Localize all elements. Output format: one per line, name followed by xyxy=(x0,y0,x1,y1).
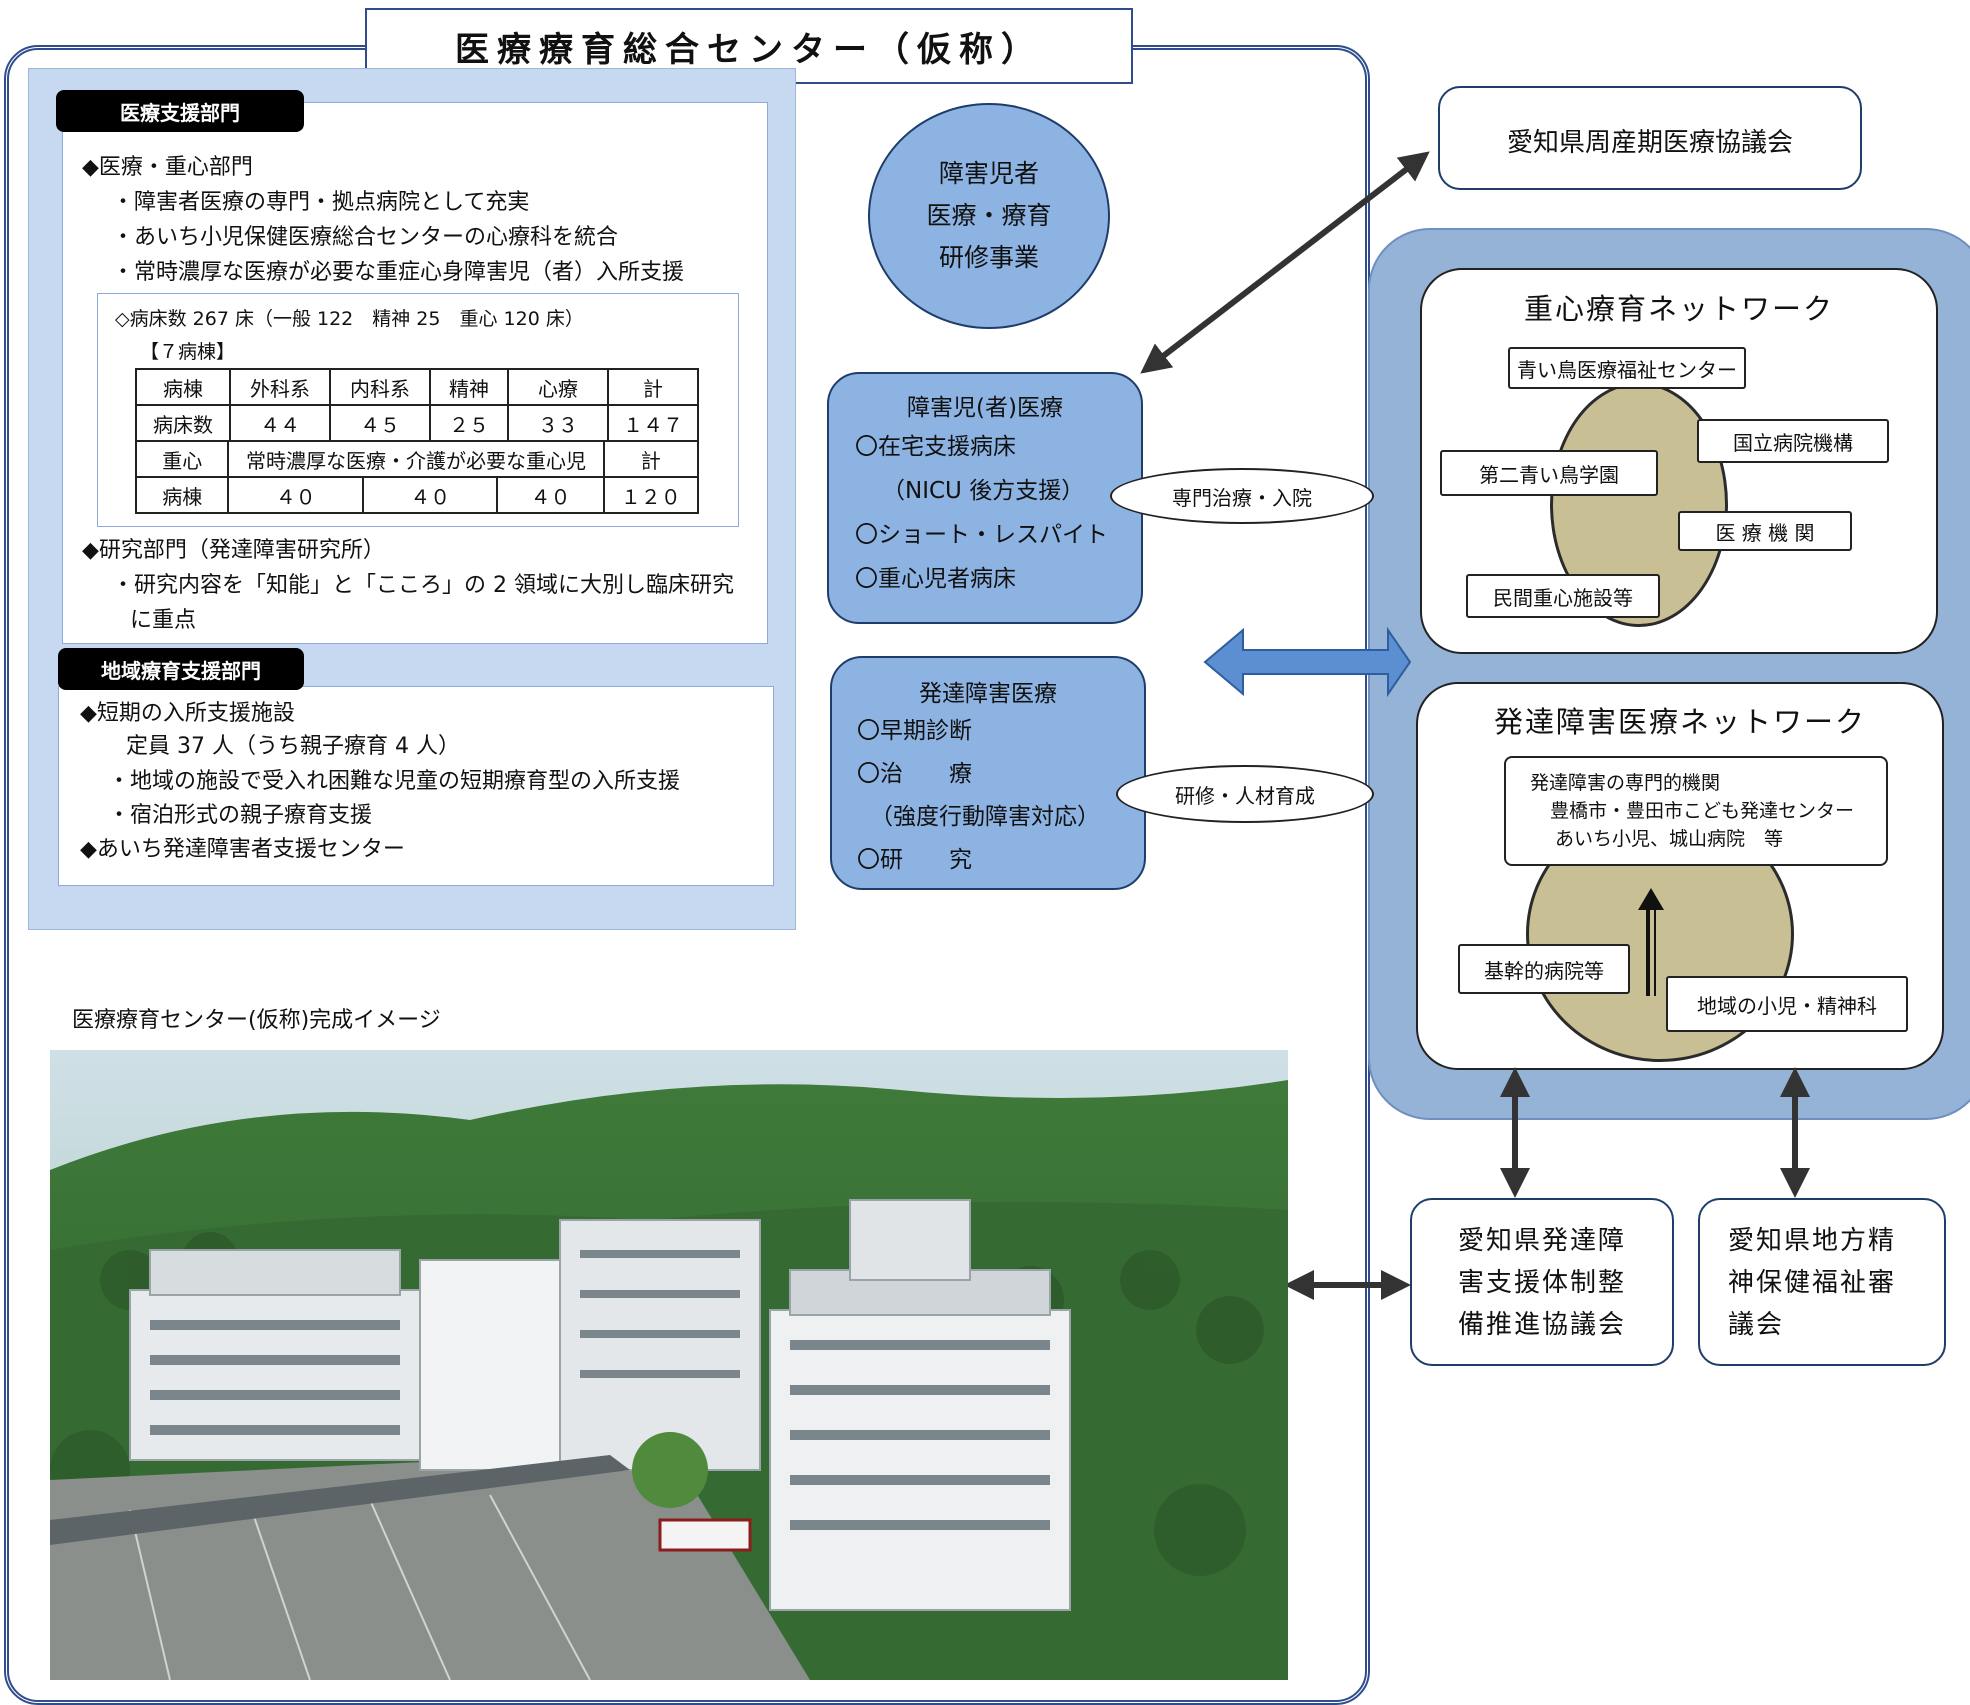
dev-network-label: 基幹的病院等 xyxy=(1458,944,1630,994)
table-cell: ２５ xyxy=(429,404,509,442)
dev-support-council-box xyxy=(1410,1198,1674,1366)
table-header-total: 計 xyxy=(607,368,699,406)
severe-network-label: 青い鳥医療福祉センター xyxy=(1508,347,1746,389)
developmental-medical-line: 〇治 療 xyxy=(857,761,972,787)
regional-line-0: ◆短期の入所支援施設 xyxy=(80,701,295,726)
perinatal-council-box xyxy=(1438,86,1862,190)
developmental-medical-title: 発達障害医療 xyxy=(919,681,1057,707)
dev-network-label: 地域の小児・精神科 xyxy=(1666,976,1908,1032)
dev-network-top-line: 豊橋市・豊田市こども発達センター xyxy=(1550,800,1855,822)
perinatal-arrow xyxy=(1140,151,1430,374)
research-line-2: に重点 xyxy=(130,608,197,633)
regional-line-4: ◆あいち発達障害者支援センター xyxy=(80,837,405,862)
mental-health-council-line: 議会 xyxy=(1728,1310,1785,1340)
regional-support-box xyxy=(58,686,774,886)
disabled-medical-line: 〇ショート・レスパイト xyxy=(855,522,1108,548)
regional-support-tab: 地域療育支援部門 xyxy=(58,648,304,690)
developmental-medical-line: 〇研 究 xyxy=(857,847,972,873)
bed-count-line: ◇病床数 267 床（一般 122 精神 25 重心 120 床） xyxy=(115,308,584,330)
severe-network-label: 国立病院機構 xyxy=(1697,419,1889,463)
research-line-1: ・研究内容を「知能」と「こころ」の 2 領域に大別し臨床研究 xyxy=(112,573,734,598)
developmental-medical-line: （強度行動障害対応） xyxy=(870,804,1100,830)
regional-line-2: ・地域の施設で受入れ困難な児童の短期療育型の入所支援 xyxy=(108,769,681,794)
table-header-severe: 重心 xyxy=(134,440,230,478)
table-cell: 病棟 xyxy=(134,476,230,514)
severe-ward-table: 重心 常時濃厚な医療・介護が必要な重心児 計 病棟 ４０ ４０ ４０ １２０ xyxy=(134,440,700,514)
disabled-medical-title: 障害児(者)医療 xyxy=(907,395,1063,421)
training-oval: 研修・人材育成 xyxy=(1116,765,1374,823)
dev-support-council-line: 愛知県発達障 xyxy=(1457,1226,1626,1256)
disabled-medical-box xyxy=(827,372,1143,624)
specialized-treatment-oval: 専門治療・入院 xyxy=(1110,468,1374,524)
mental-health-council-line: 神保健福祉審 xyxy=(1728,1268,1897,1298)
medical-line-3: ・常時濃厚な医療が必要な重症心身障害児（者）入所支援 xyxy=(112,260,685,285)
disabled-medical-line: 〇在宅支援病床 xyxy=(855,434,1016,460)
completion-caption: 医療療育センター(仮称)完成イメージ xyxy=(72,1008,441,1033)
table-cell: ４４ xyxy=(229,404,331,442)
severe-network-label: 第二青い鳥学園 xyxy=(1440,450,1658,496)
table-cell: ４５ xyxy=(329,404,431,442)
developmental-medical-line: 〇早期診断 xyxy=(857,718,972,744)
dev-network-top-box xyxy=(1504,756,1888,866)
table-header-severe-desc: 常時濃厚な医療・介護が必要な重心児 xyxy=(227,440,605,478)
perinatal-council-label: 愛知県周産期医療協議会 xyxy=(1506,128,1793,158)
table-cell: 病床数 xyxy=(135,404,231,442)
dev-network-top-line: 発達障害の専門的機関 xyxy=(1530,772,1721,794)
severe-network-title: 重心療育ネットワーク xyxy=(1523,292,1834,326)
wards-label: 【７病棟】 xyxy=(140,341,236,363)
training-circle-line: 医療・療育 xyxy=(926,201,1052,230)
mental-health-council-text: 愛知県地方精 神保健福祉審 議会 xyxy=(1728,1220,1928,1346)
table-cell: ４０ xyxy=(496,476,605,514)
mental-health-council-box xyxy=(1698,1198,1946,1366)
dev-support-council-text: 愛知県発達障 害支援体制整 備推進協議会 xyxy=(1410,1220,1674,1346)
table-header-total: 計 xyxy=(602,440,700,478)
training-circle-line: 研修事業 xyxy=(938,243,1039,272)
table-header-psychiatry: 精神 xyxy=(429,368,509,406)
dev-network-top-line: あいち小児、城山病院 等 xyxy=(1555,828,1784,850)
severe-network-label: 民間重心施設等 xyxy=(1466,574,1660,618)
severe-network-label: 医 療 機 関 xyxy=(1678,511,1852,551)
mental-health-council-line: 愛知県地方精 xyxy=(1728,1226,1897,1256)
training-circle-line: 障害児者 xyxy=(938,159,1039,188)
network-link-arrow xyxy=(1203,626,1412,698)
table-header-ward: 病棟 xyxy=(135,368,231,406)
medical-support-tab: 医療支援部門 xyxy=(56,90,304,132)
regional-line-3: ・宿泊形式の親子療育支援 xyxy=(108,803,373,828)
table-cell: １２０ xyxy=(602,476,700,514)
table-cell: ４０ xyxy=(361,476,499,514)
medical-line-1: ・障害者医療の専門・拠点病院として充実 xyxy=(112,190,530,215)
research-heading: ◆研究部門（発達障害研究所） xyxy=(82,538,385,563)
medical-heart-heading: ◆医療・重心部門 xyxy=(82,155,253,180)
disabled-medical-line: 〇重心児者病床 xyxy=(855,566,1016,592)
medical-line-2: ・あいち小児保健医療総合センターの心療科を統合 xyxy=(112,225,619,250)
dev-support-council-line: 害支援体制整 xyxy=(1457,1268,1626,1298)
training-circle: 障害児者 医療・療育 研修事業 xyxy=(868,103,1110,329)
building-rendering-image xyxy=(50,1050,1288,1680)
table-cell: ４０ xyxy=(227,476,364,514)
disabled-medical-line: （NICU 後方支援） xyxy=(882,478,1085,504)
dev-support-council-line: 備推進協議会 xyxy=(1457,1310,1626,1340)
developmental-medical-box xyxy=(830,656,1146,890)
table-cell: １４７ xyxy=(607,404,699,442)
table-header-internal: 内科系 xyxy=(329,368,431,406)
regional-line-1: 定員 37 人（うち親子療育 4 人） xyxy=(126,734,460,759)
ward-table: 病棟 外科系 内科系 精神 心療 計 病床数 ４４ ４５ ２５ ３３ １４７ xyxy=(135,368,699,442)
table-cell: ３３ xyxy=(507,404,609,442)
dev-network-title: 発達障害医療ネットワーク xyxy=(1493,705,1866,739)
table-header-psychosomatic: 心療 xyxy=(507,368,609,406)
table-header-surgery: 外科系 xyxy=(229,368,331,406)
